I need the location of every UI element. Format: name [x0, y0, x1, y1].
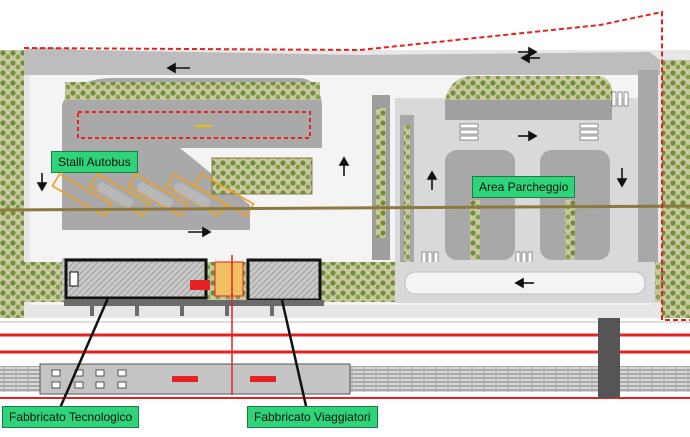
- bus-stalls-label: Stalli Autobus: [51, 151, 138, 173]
- passenger-building-footprint: [248, 260, 320, 300]
- technical-building-label: Fabbricato Tecnologico: [2, 406, 140, 428]
- technical-building-footprint: [62, 258, 207, 298]
- underpass: [598, 318, 620, 398]
- canopies: [64, 300, 324, 316]
- traffic-arrows: [36, 46, 628, 289]
- bus-island: [62, 78, 322, 230]
- zebra-crossings: [421, 91, 629, 267]
- bus-shelter-outline: [77, 111, 311, 139]
- leader-line-technical: [58, 297, 110, 409]
- passenger-building-label: Fabbricato Viaggiatori: [247, 406, 378, 428]
- technical-building-outline: [64, 258, 208, 300]
- parking-area-label: Area Parcheggio: [472, 176, 576, 198]
- leader-line-passenger: [280, 299, 308, 407]
- bus-island-trees: [65, 82, 320, 100]
- site-boundary: [23, 10, 663, 315]
- connector: [214, 261, 244, 297]
- tree-grid: [212, 158, 312, 194]
- pedestrian-path: [0, 204, 690, 212]
